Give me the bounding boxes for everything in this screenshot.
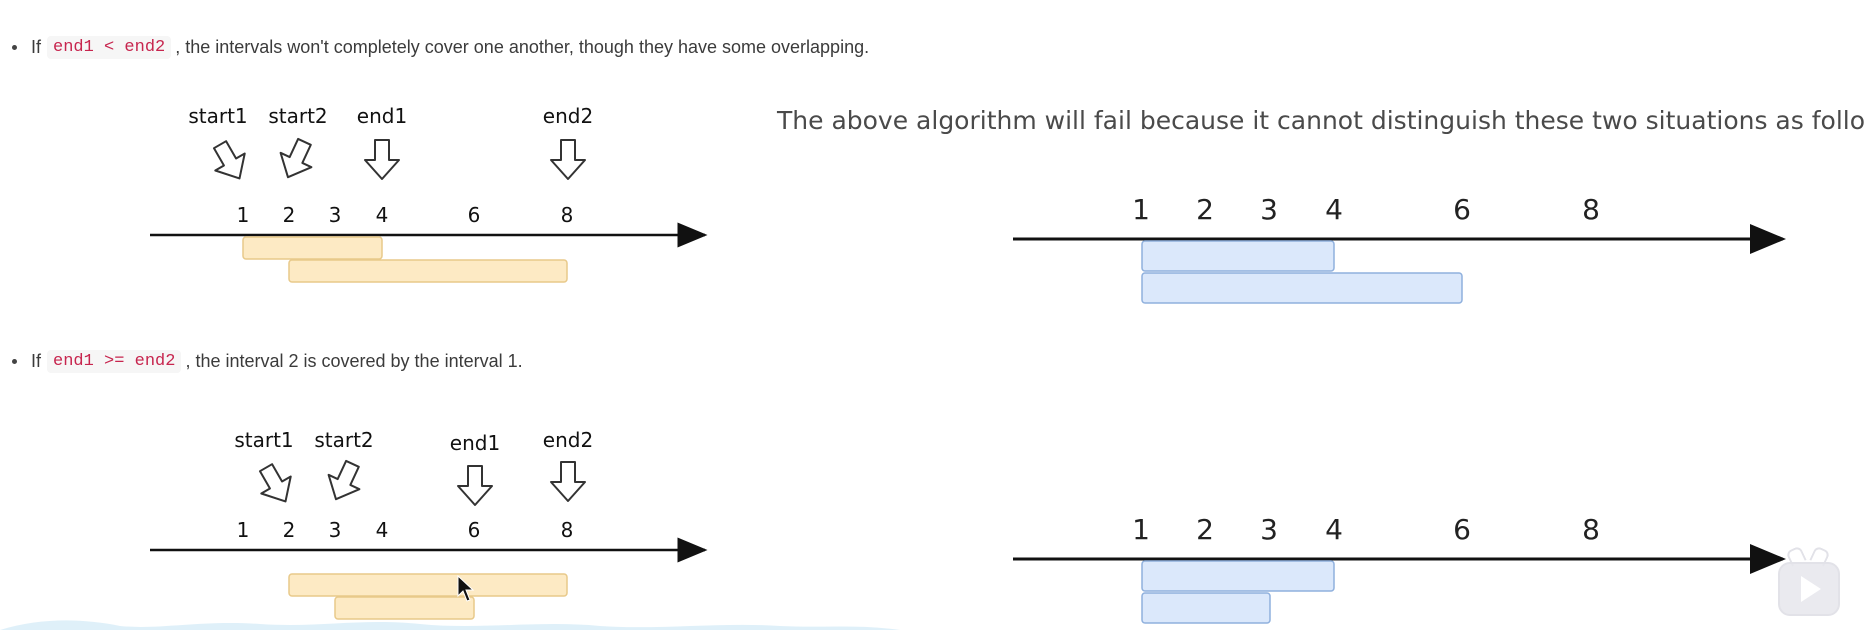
- label-end2: end2: [543, 428, 593, 452]
- arrow-down-icon: [364, 139, 400, 180]
- interval-bar-2: [1141, 272, 1463, 304]
- diagram-situation-2: 1 2 3 4 6 8: [1013, 513, 1786, 624]
- interval-bar-1: [288, 573, 568, 597]
- tick-label: 4: [1325, 193, 1343, 226]
- label-end2: end2: [543, 104, 593, 128]
- decorative-wave: [0, 620, 900, 630]
- label-start1: start1: [188, 104, 247, 128]
- tick-label: 1: [237, 518, 250, 542]
- interval-bar-2: [288, 259, 568, 283]
- tick-label: 4: [376, 518, 389, 542]
- tick-label: 8: [1582, 193, 1600, 226]
- diagram-situation-1: 1 2 3 4 6 8: [1013, 193, 1786, 304]
- play-button-icon[interactable]: [1778, 562, 1840, 616]
- arrow-down-icon: [550, 461, 586, 502]
- tick-label: 2: [283, 203, 296, 227]
- tick-label: 6: [468, 203, 481, 227]
- bullet-end1-less: If end1 < end2 , the intervals won't com…: [12, 36, 869, 59]
- interval-bar-1: [1141, 240, 1335, 272]
- tick-label: 4: [376, 203, 389, 227]
- tick-label: 3: [329, 203, 342, 227]
- cursor-icon: [457, 574, 475, 602]
- label-end1: end1: [450, 431, 500, 455]
- inline-code: end1 < end2: [47, 36, 172, 59]
- arrow-down-icon: [204, 135, 256, 188]
- interval-bar-1: [1141, 560, 1335, 592]
- tick-label: 2: [1196, 193, 1214, 226]
- tick-label: 1: [1132, 193, 1150, 226]
- diagram-overlap: start1 start2 end1 end2 1 2 3 4 6 8: [150, 104, 708, 283]
- bullet-dot: [12, 359, 17, 364]
- tick-label: 6: [468, 518, 481, 542]
- bullet-text: , the intervals won't completely cover o…: [175, 37, 870, 57]
- tick-label: 8: [1582, 513, 1600, 546]
- tick-label: 3: [1260, 193, 1278, 226]
- bullet-dot: [12, 45, 17, 50]
- tick-label: 3: [329, 518, 342, 542]
- play-triangle: [1801, 576, 1821, 602]
- tick-label: 8: [561, 518, 574, 542]
- arrow-down-icon: [271, 133, 321, 186]
- label-end1: end1: [357, 104, 407, 128]
- tick-label: 1: [1132, 513, 1150, 546]
- bullet-end1-greater-equal: If end1 >= end2 , the interval 2 is cove…: [12, 350, 523, 373]
- tick-label: 6: [1453, 193, 1471, 226]
- label-start2: start2: [268, 104, 327, 128]
- tick-label: 4: [1325, 513, 1343, 546]
- arrow-down-icon: [250, 458, 302, 511]
- tick-label: 3: [1260, 513, 1278, 546]
- label-start2: start2: [314, 428, 373, 452]
- arrow-down-icon: [319, 455, 369, 508]
- tick-label: 8: [561, 203, 574, 227]
- tick-label: 2: [283, 518, 296, 542]
- tick-label: 2: [1196, 513, 1214, 546]
- interval-bar-2: [1141, 592, 1271, 624]
- tick-label: 1: [237, 203, 250, 227]
- inline-code: end1 >= end2: [47, 350, 182, 373]
- diagram-covered: start1 start2 end1 end2 1 2 3 4 6 8: [150, 428, 708, 620]
- arrow-down-icon: [457, 465, 493, 506]
- label-start1: start1: [234, 428, 293, 452]
- bullet-prefix: If: [31, 37, 42, 57]
- interval-bar-2: [334, 596, 475, 620]
- fail-explanation-heading: The above algorithm will fail because it…: [777, 106, 1866, 135]
- interval-bar-1: [242, 236, 383, 260]
- bullet-text: , the interval 2 is covered by the inter…: [185, 351, 523, 371]
- arrow-down-icon: [550, 139, 586, 180]
- tick-label: 6: [1453, 513, 1471, 546]
- bullet-prefix: If: [31, 351, 42, 371]
